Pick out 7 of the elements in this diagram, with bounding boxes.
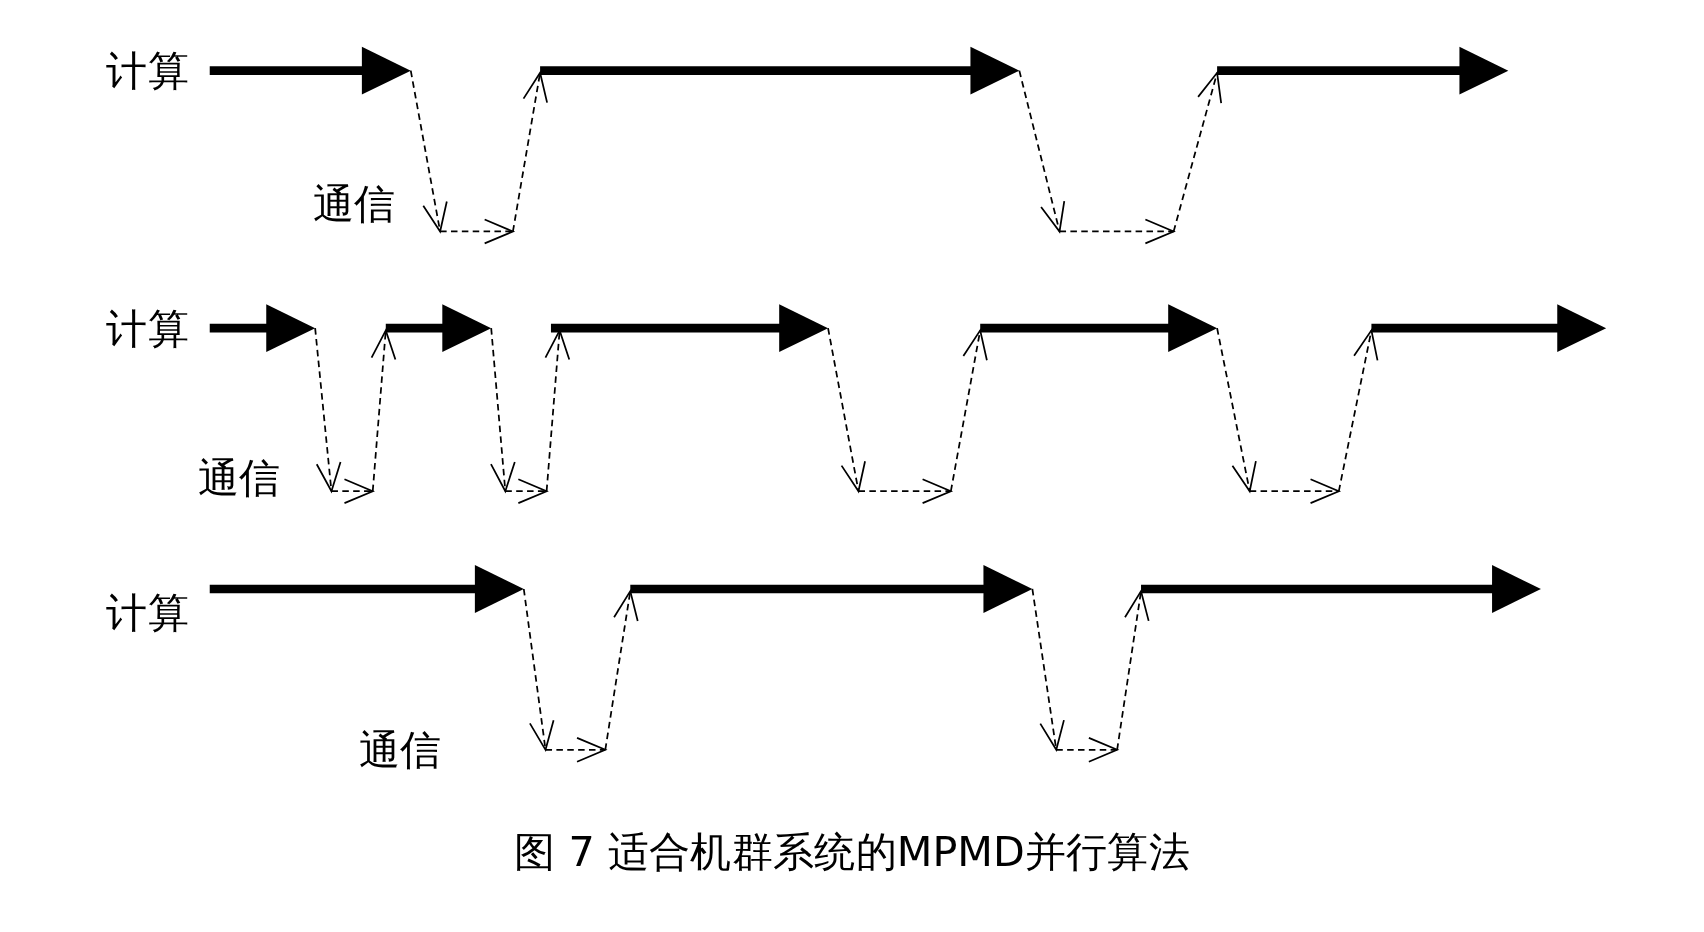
row-label: 通信: [197, 454, 281, 503]
row-label: 通信: [312, 180, 396, 229]
row-label: 计算: [106, 46, 190, 95]
figure-caption: 图 7 适合机群系统的MPMD并行算法: [513, 828, 1190, 876]
row-label: 通信: [358, 725, 442, 774]
row-label: 计算: [106, 589, 190, 637]
row-label: 计算: [106, 305, 190, 354]
